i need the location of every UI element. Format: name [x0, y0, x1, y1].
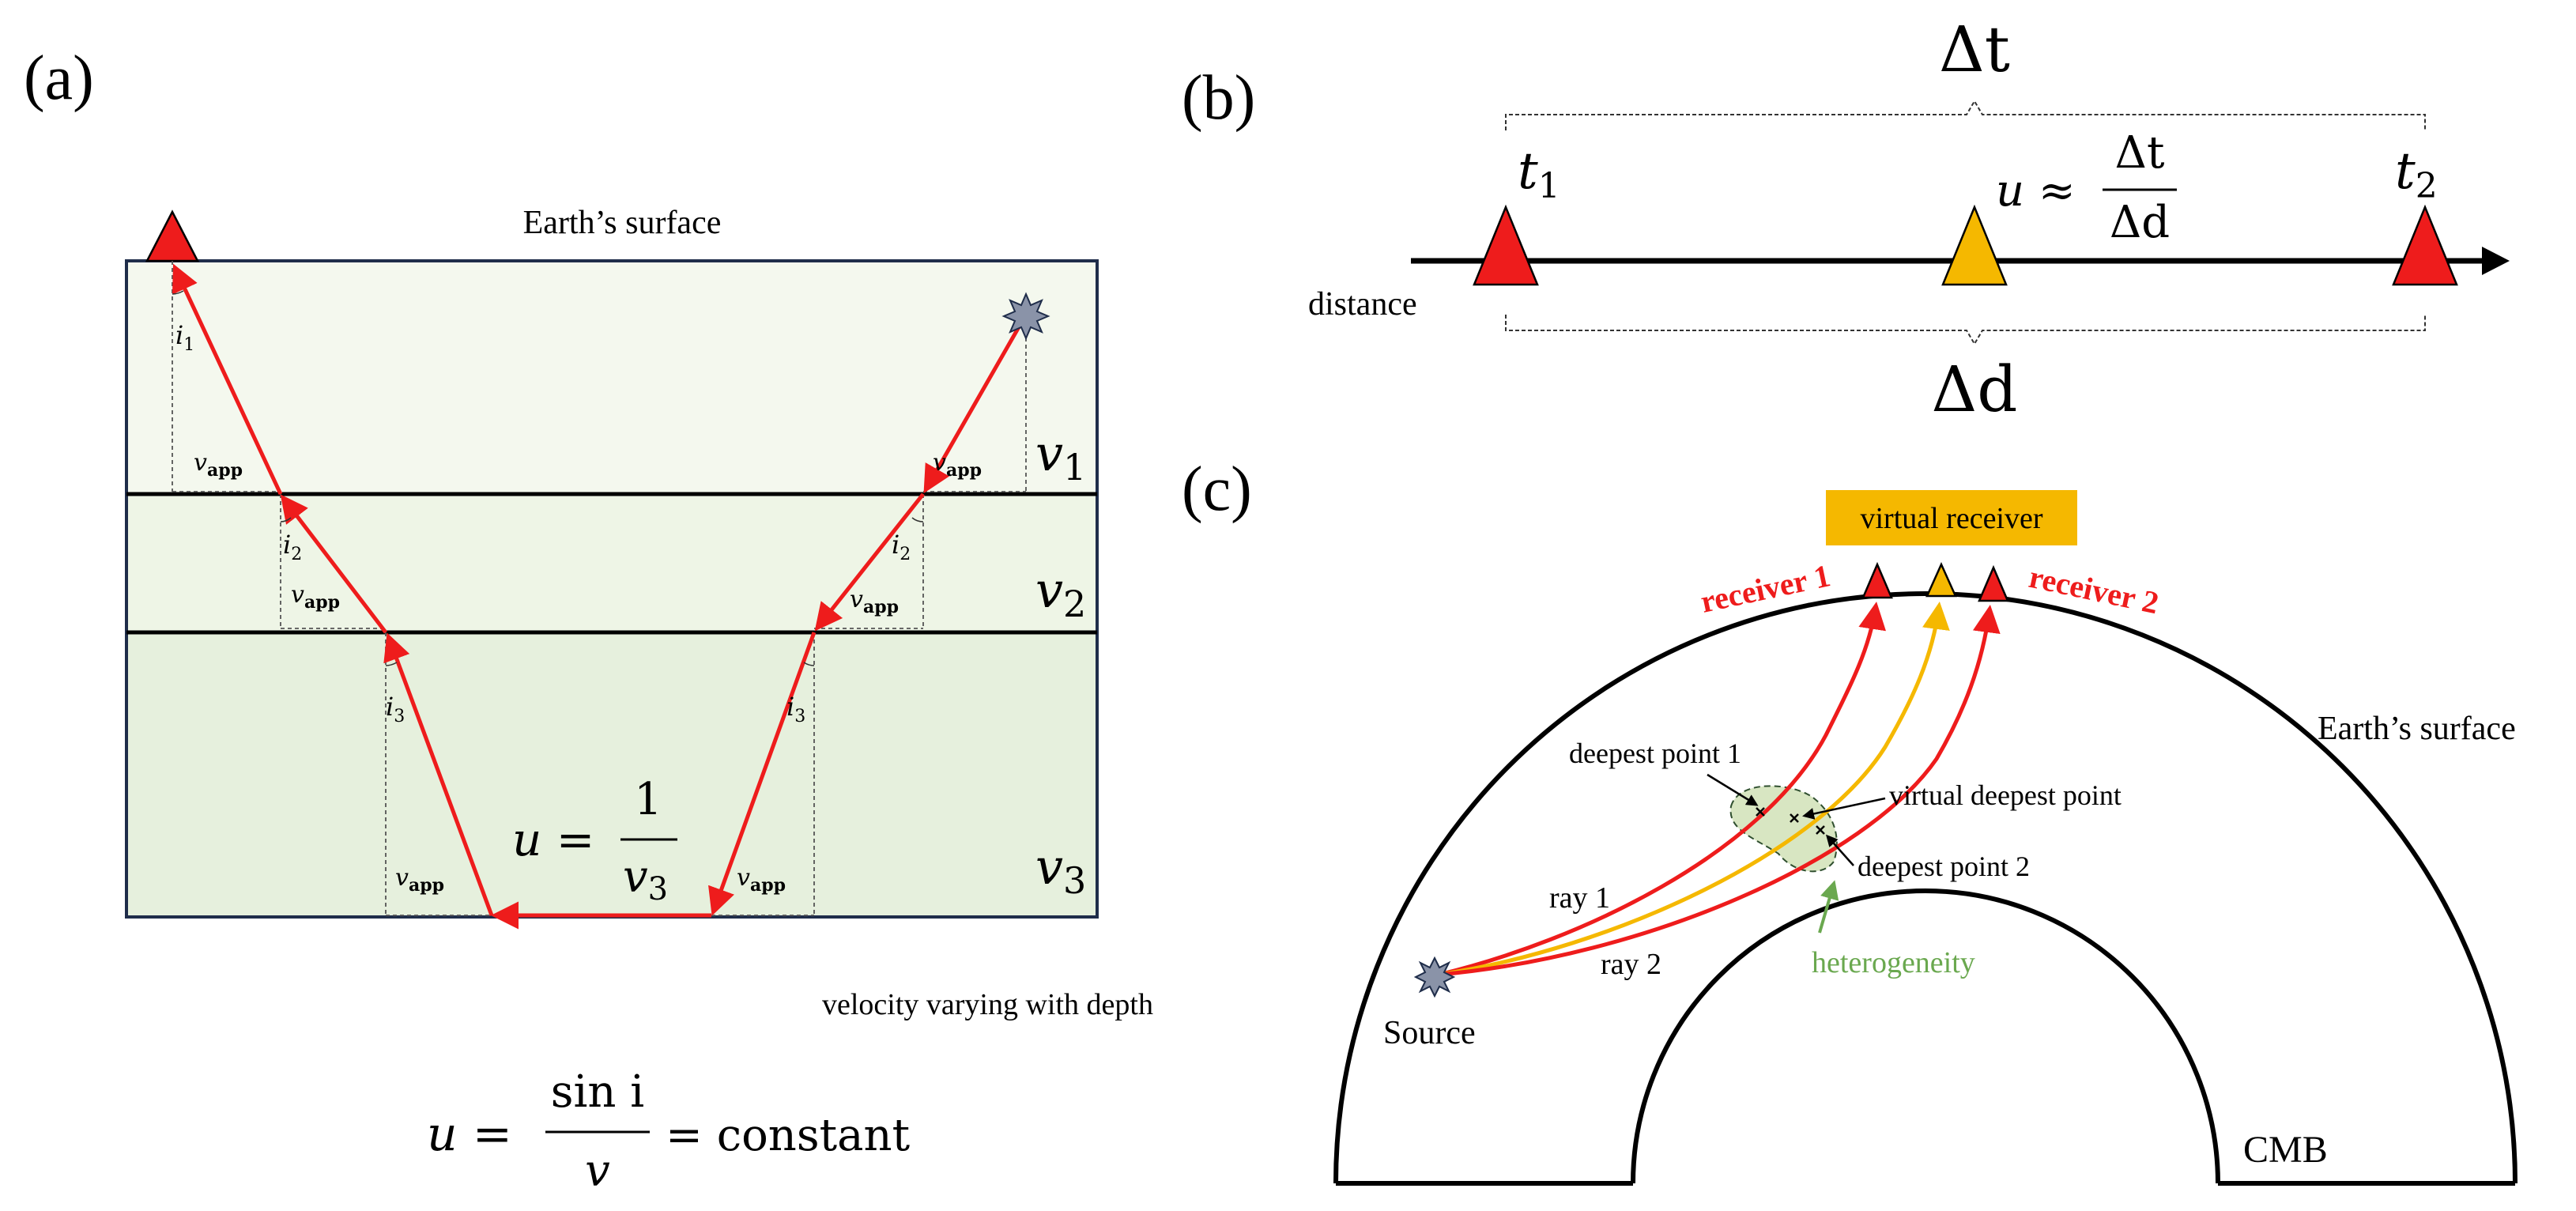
- t2-label: t2: [2395, 142, 2438, 206]
- approx-lhs: u ≈: [1996, 165, 2076, 217]
- source-label: Source: [1383, 1015, 1476, 1051]
- ray-1-label: ray 1: [1549, 881, 1610, 915]
- deepest-point-2-label: deepest point 2: [1858, 851, 2030, 882]
- panel-b: (b) Δt distance t1 t2 u ≈ Δt Δd Δd: [1182, 13, 2510, 426]
- virtual-deepest-pointer: [1802, 797, 1886, 820]
- receiver-triangle: [145, 209, 200, 262]
- axis-arrowhead: [2482, 247, 2510, 275]
- depth-note: velocity varying with depth: [822, 988, 1153, 1021]
- vapp-label: vapp: [850, 586, 899, 617]
- angle-labels: i1 i2 i2 i3 i3: [175, 320, 911, 726]
- receiver-1-label: receiver 1: [1698, 557, 1834, 620]
- panel-c-label: (c): [1182, 455, 1252, 524]
- slowness-approx-formula: u ≈ Δt Δd: [1996, 127, 2177, 248]
- vapp-label: vapp: [933, 449, 982, 481]
- delta-t-label: Δt: [1939, 13, 2010, 86]
- receiver-2-label: receiver 2: [2026, 559, 2162, 621]
- heterogeneity-pointer: [1818, 880, 1839, 934]
- i3-label-left: i3: [386, 692, 405, 726]
- slowness-den: v3: [623, 851, 668, 907]
- cmb-arc: [1631, 888, 2220, 1184]
- deepest-point-2-mark: [1816, 825, 1825, 835]
- bottom-brace: [1505, 315, 2426, 345]
- deepest-point-1-mark: [1756, 807, 1765, 817]
- panel-a: (a) Earth’s surface: [24, 43, 1153, 1197]
- top-brace: [1505, 100, 2426, 130]
- slowness-num: 1: [634, 774, 662, 825]
- i2-label-left: i2: [283, 530, 302, 564]
- snell-rhs: = constant: [666, 1110, 911, 1161]
- panel-a-label: (a): [24, 43, 94, 113]
- deepest-point-marks: [1756, 807, 1825, 835]
- deepest-point-2-pointer: [1826, 834, 1854, 866]
- layer-1: [126, 261, 1097, 494]
- i2-label-right: i2: [892, 530, 911, 564]
- receiver-t2-triangle: [2392, 204, 2458, 286]
- v1-label: v1: [1035, 424, 1086, 489]
- vapp-label: vapp: [395, 864, 444, 896]
- snell-lhs: u =: [427, 1107, 512, 1162]
- layer-3: [126, 632, 1097, 917]
- slowness-formula: u = 1 v3: [512, 774, 677, 907]
- cmb-label: CMB: [2243, 1129, 2328, 1171]
- i1-label: i1: [175, 320, 194, 355]
- heterogeneity-region: [1729, 785, 1838, 873]
- deepest-point-1-pointer: [1707, 773, 1759, 806]
- panel-c: (c) virtual receiver receiver 1 receiver…: [1182, 455, 2518, 1186]
- distance-label: distance: [1308, 286, 1417, 323]
- snell-num: sin i: [551, 1066, 644, 1118]
- snell-formula: u = sin i v = constant: [427, 1066, 911, 1197]
- earth-surface-label: Earth’s surface: [2318, 711, 2516, 747]
- heterogeneity-label: heterogeneity: [1812, 946, 1975, 979]
- approx-den: Δd: [2110, 197, 2170, 248]
- virtual-receiver-label: virtual receiver: [1860, 502, 2042, 535]
- ray-1: [1438, 602, 1887, 977]
- deepest-point-1-label: deepest point 1: [1569, 738, 1741, 769]
- t1-label: t1: [1518, 142, 1560, 206]
- angle-arcs: [172, 290, 924, 666]
- receiver-1-triangle: [1861, 561, 1893, 599]
- approx-num: Δt: [2115, 127, 2165, 179]
- ray-2: [1438, 605, 2001, 977]
- earth-surface-arc: [1333, 591, 2518, 1184]
- virtual-ray: [1438, 602, 1950, 977]
- v3-label: v3: [1035, 838, 1086, 902]
- source-star: [1413, 956, 1456, 998]
- vapp-label: vapp: [737, 864, 786, 896]
- receiver-2-triangle: [1978, 564, 2009, 602]
- virtual-deepest-point-mark: [1790, 813, 1799, 823]
- ray-path: [172, 263, 1028, 930]
- virtual-receiver-triangle: [1941, 204, 2008, 286]
- delta-d-label: Δd: [1932, 353, 2018, 426]
- virtual-receiver-box: [1826, 490, 2077, 545]
- receiver-t1-triangle: [1473, 204, 1539, 286]
- layer-2: [126, 494, 1097, 632]
- i3-label-right: i3: [786, 692, 805, 726]
- v2-label: v2: [1035, 561, 1086, 625]
- surface-label: Earth’s surface: [523, 205, 722, 241]
- vapp-label: vapp: [291, 581, 340, 613]
- snell-den: v: [585, 1145, 610, 1197]
- ray-2-label: ray 2: [1601, 948, 1661, 981]
- slowness-lhs: u =: [512, 813, 594, 866]
- virtual-deepest-point-label: virtual deepest point: [1889, 779, 2122, 811]
- virtual-receiver-triangle: [1925, 561, 1957, 598]
- panel-b-label: (b): [1182, 63, 1255, 133]
- vapp-labels: vapp vapp vapp vapp vapp vapp: [194, 449, 982, 896]
- layer-velocity-labels: v1 v2 v3: [1035, 424, 1086, 902]
- source-star: [1001, 292, 1050, 341]
- vapp-label: vapp: [194, 449, 243, 481]
